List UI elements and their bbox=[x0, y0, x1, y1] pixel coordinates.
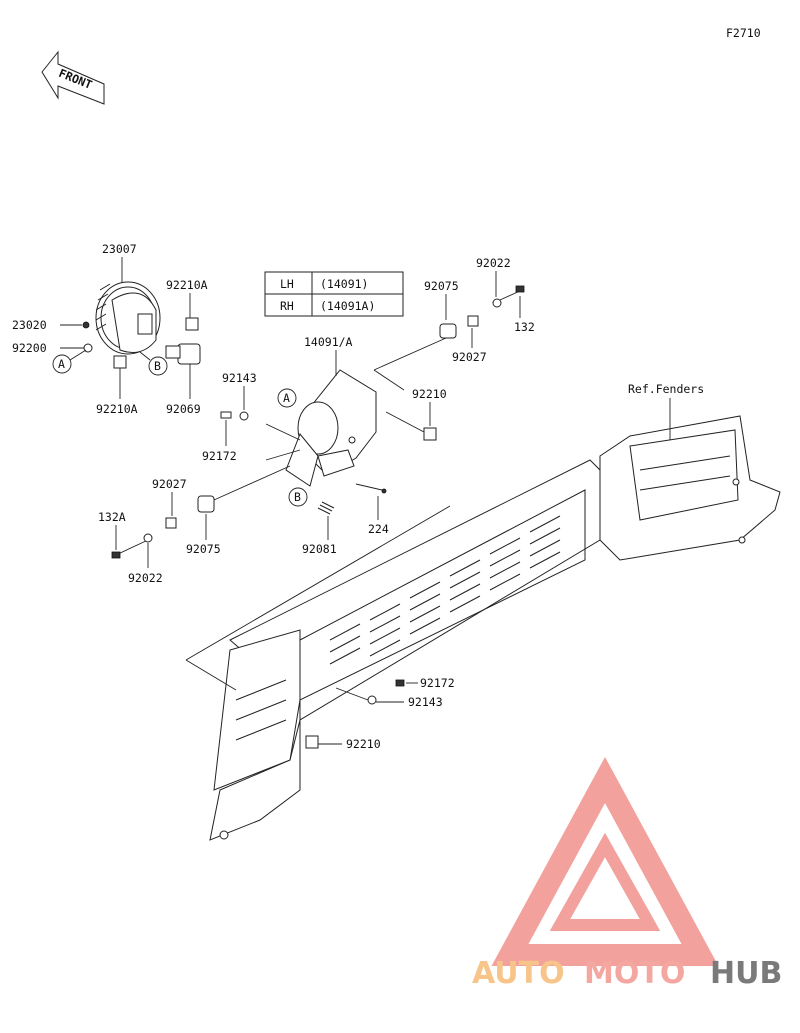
callout-92027-bottom: 92027 bbox=[152, 477, 187, 491]
ref-fenders-label: Ref.Fenders bbox=[628, 382, 704, 396]
callout-132: 132 bbox=[514, 320, 535, 334]
callout-23020: 23020 bbox=[12, 318, 47, 332]
ref-marker-b2: B bbox=[288, 487, 308, 507]
watermark-text-hub: HUB bbox=[710, 956, 782, 991]
table-row-rh-side: RH bbox=[280, 299, 294, 313]
callout-92069: 92069 bbox=[166, 402, 201, 416]
callout-92200: 92200 bbox=[12, 341, 47, 355]
callout-92210a-top: 92210A bbox=[166, 278, 208, 292]
fender-bracket bbox=[599, 415, 781, 561]
hardware-stack-top bbox=[439, 285, 525, 339]
callout-92022-top: 92022 bbox=[476, 256, 511, 270]
callout-92081: 92081 bbox=[302, 542, 337, 556]
svg-text:A: A bbox=[283, 391, 290, 405]
ref-marker-a1: A bbox=[52, 349, 87, 374]
hardware-stack-bottom bbox=[111, 465, 291, 559]
callout-92210-top: 92210 bbox=[412, 387, 447, 401]
ref-marker-a2: A bbox=[277, 388, 297, 408]
watermark-logo-icon bbox=[491, 756, 719, 966]
table-row-lh-part: (14091) bbox=[320, 277, 368, 291]
callout-14091a: 14091/A bbox=[304, 335, 353, 349]
callout-92172-bottom: 92172 bbox=[420, 676, 455, 690]
watermark-text-moto: MOTO bbox=[584, 956, 685, 991]
callout-92210-bottom: 92210 bbox=[346, 737, 381, 751]
front-arrow-icon: FRONT bbox=[41, 50, 105, 105]
callout-92027-top: 92027 bbox=[452, 350, 487, 364]
callout-92210a-bottom: 92210A bbox=[96, 402, 138, 416]
callout-92075-top: 92075 bbox=[424, 279, 459, 293]
callout-23007: 23007 bbox=[102, 242, 137, 256]
svg-text:B: B bbox=[154, 359, 161, 373]
ref-marker-b1: B bbox=[139, 351, 168, 376]
callout-92172-top: 92172 bbox=[202, 449, 237, 463]
svg-text:B: B bbox=[294, 490, 301, 504]
variant-table: LH (14091) RH (14091A) bbox=[264, 271, 404, 317]
callout-92143-bottom: 92143 bbox=[408, 695, 443, 709]
table-row-rh-part: (14091A) bbox=[320, 299, 375, 313]
table-row-lh-side: LH bbox=[280, 277, 294, 291]
figure-code: F2710 bbox=[726, 26, 761, 40]
callout-92143-top: 92143 bbox=[222, 371, 257, 385]
callout-92075-bottom: 92075 bbox=[186, 542, 221, 556]
callout-224: 224 bbox=[368, 522, 389, 536]
callout-132a: 132A bbox=[98, 510, 126, 524]
headlight-assembly bbox=[82, 281, 201, 369]
svg-text:A: A bbox=[58, 357, 65, 371]
watermark-text-auto: AUTO bbox=[472, 956, 565, 991]
callout-92022-bottom: 92022 bbox=[128, 571, 163, 585]
headlight-bracket bbox=[285, 369, 377, 487]
front-grille bbox=[209, 459, 601, 841]
